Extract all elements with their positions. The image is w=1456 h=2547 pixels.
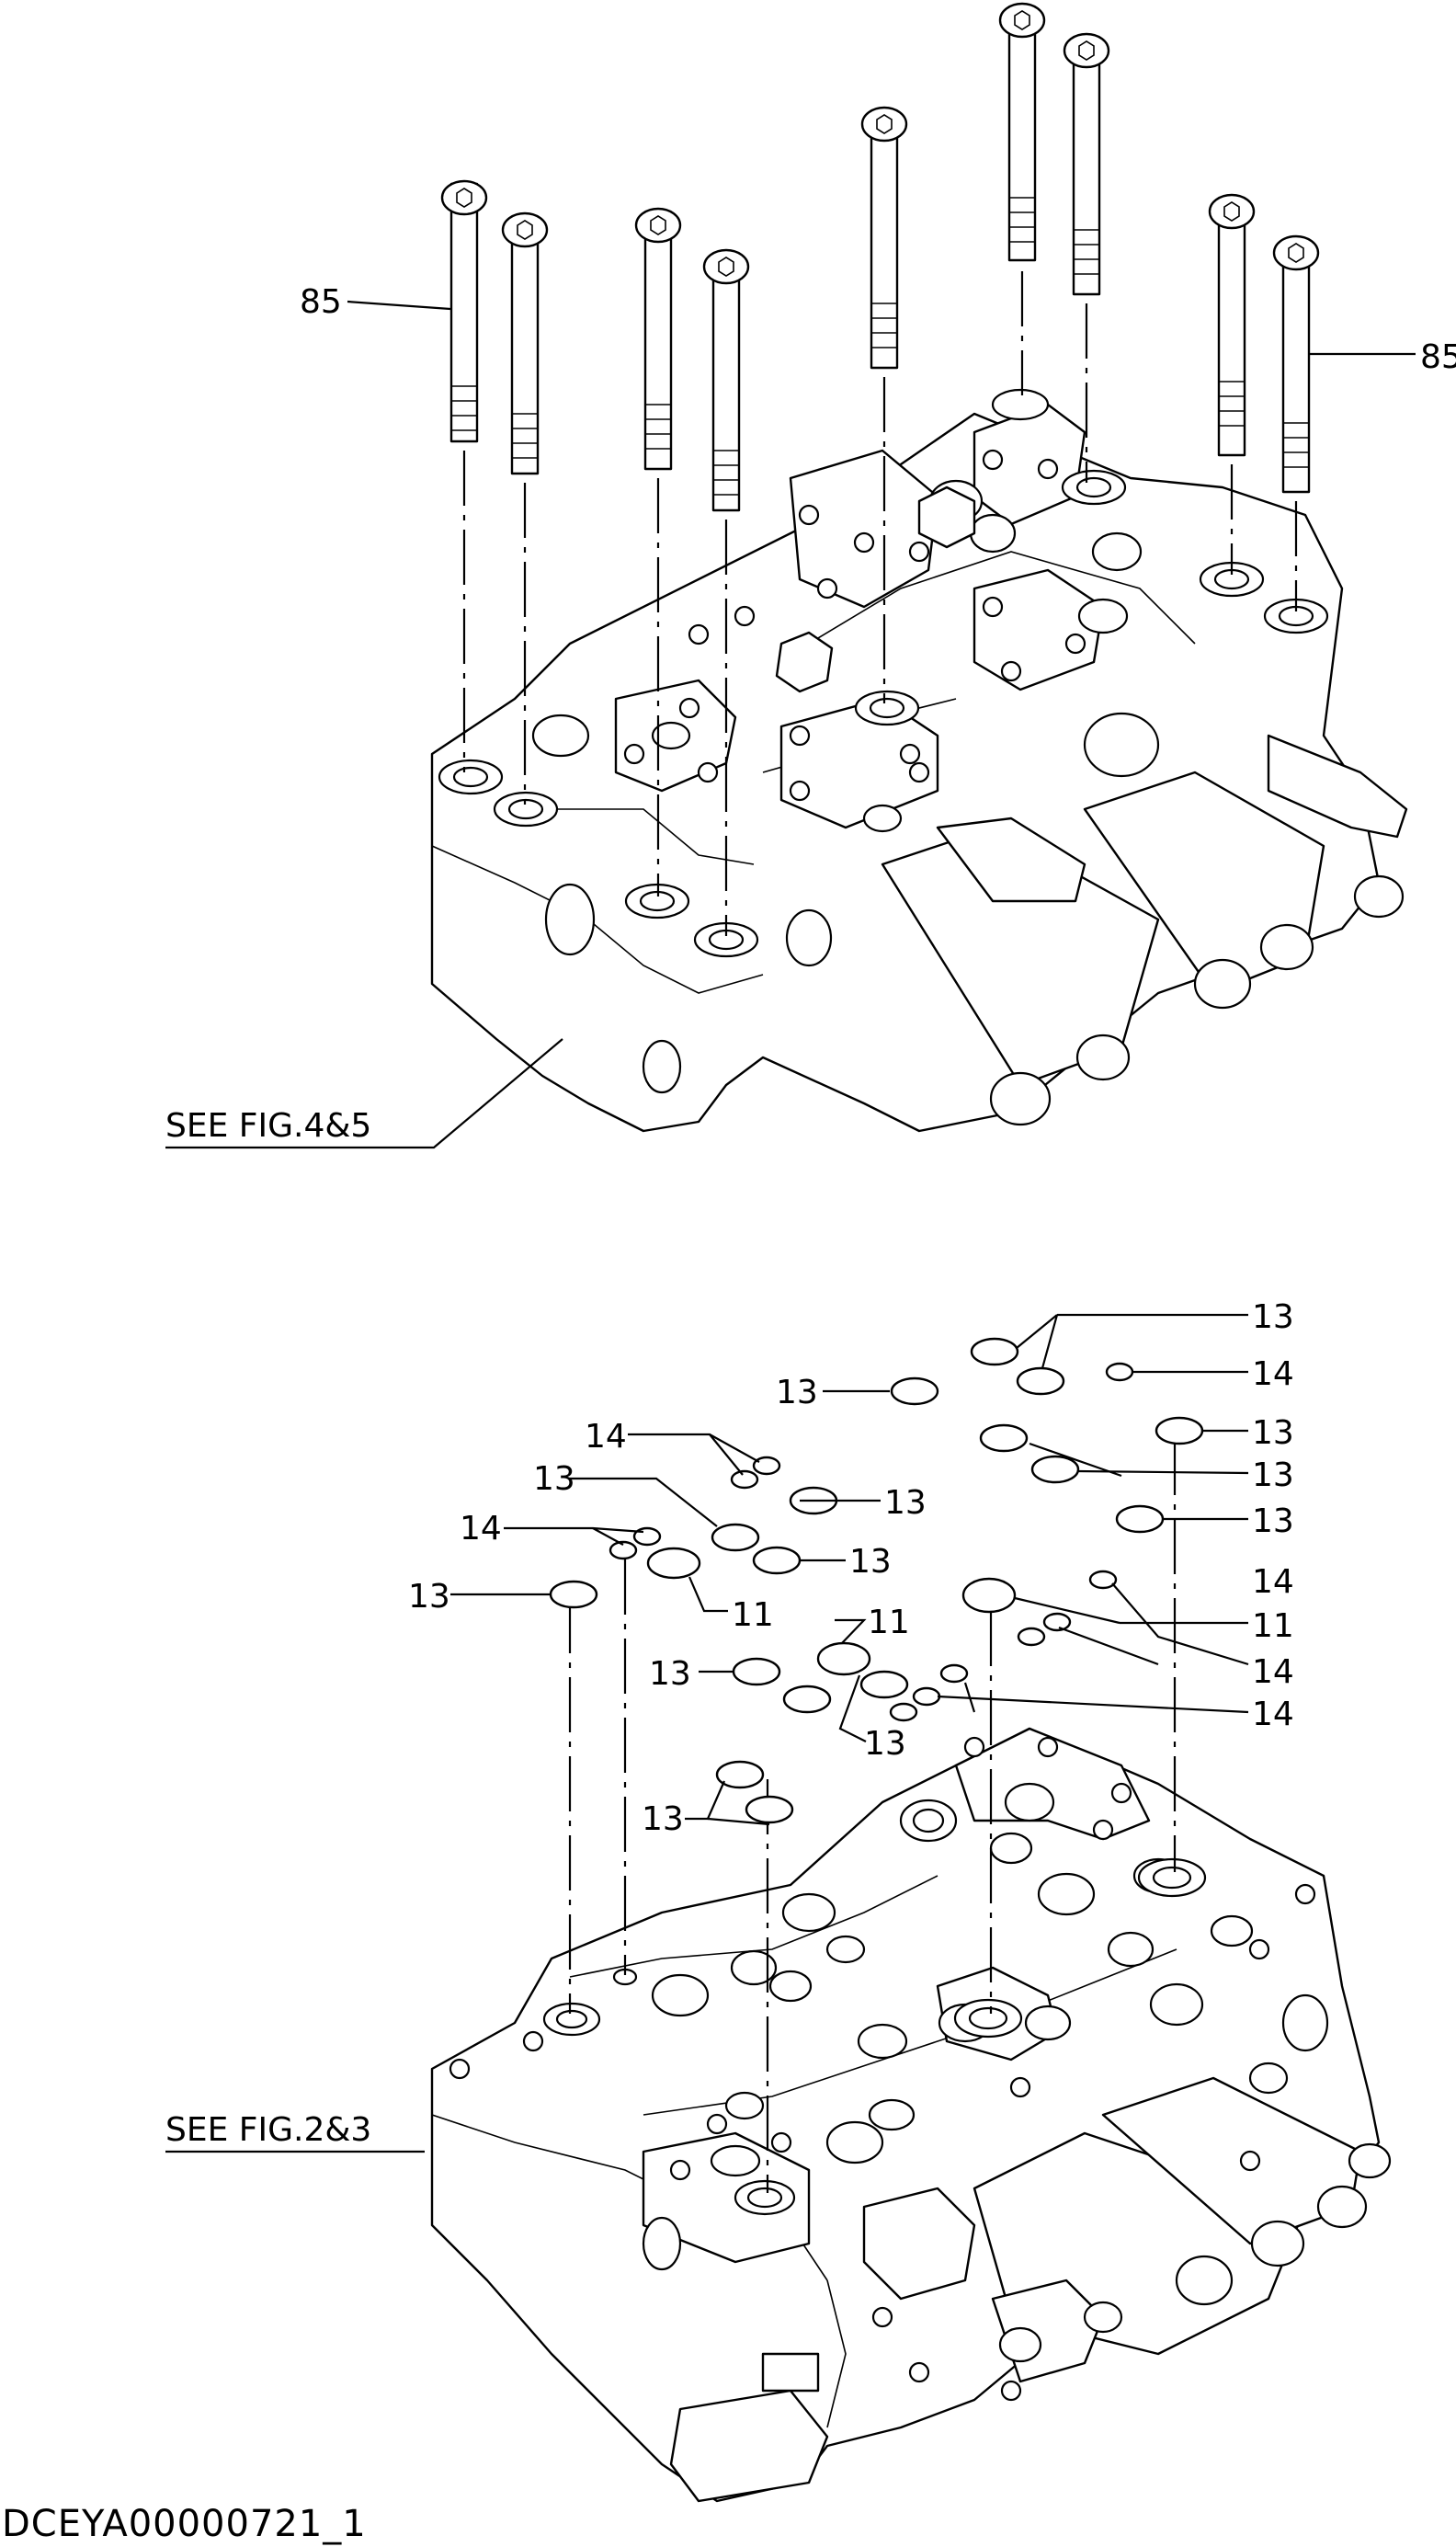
callout-label: 13 bbox=[533, 1460, 575, 1498]
callout-label: 11 bbox=[1252, 1607, 1294, 1645]
bolt-seats bbox=[438, 388, 1329, 958]
bolt bbox=[702, 248, 750, 936]
callout-label: 14 bbox=[1252, 1355, 1294, 1393]
bolt-label-left: 85 bbox=[300, 283, 342, 321]
callout-label: 13 bbox=[408, 1578, 450, 1616]
callout-label: 13 bbox=[1252, 1298, 1294, 1336]
callout-label: 14 bbox=[1252, 1696, 1294, 1733]
leader-lines bbox=[165, 1313, 1249, 2153]
callout-label: 14 bbox=[460, 1510, 502, 1548]
callout-labels: 13 14 13 13 14 13 13 13 14 13 14 13 13 1… bbox=[408, 1298, 1294, 1838]
top-valve-assembly: 85 85 SEE FIG.4&5 bbox=[165, 2, 1456, 1149]
bottom-valve-assembly: 13 14 13 13 14 13 13 13 14 13 14 13 13 1… bbox=[165, 1298, 1392, 2503]
callout-label: 13 bbox=[1252, 1502, 1294, 1540]
drawing-id: DCEYA00000721_1 bbox=[2, 2503, 367, 2545]
callout-label: 13 bbox=[642, 1800, 684, 1838]
callout-label: 14 bbox=[1252, 1563, 1294, 1601]
callout-label: 11 bbox=[732, 1596, 774, 1634]
bolt bbox=[998, 2, 1046, 395]
callout-label: 14 bbox=[1252, 1653, 1294, 1691]
bolts-85 bbox=[440, 2, 1320, 936]
bolt-label-right: 85 bbox=[1420, 338, 1456, 376]
bolt bbox=[501, 211, 549, 805]
callout-label: 13 bbox=[776, 1374, 818, 1411]
bolt bbox=[1272, 234, 1320, 611]
bolt bbox=[860, 106, 908, 703]
callout-label: 11 bbox=[868, 1604, 910, 1641]
bolt bbox=[1208, 193, 1256, 575]
callout-label: 13 bbox=[864, 1725, 906, 1763]
callout-label: 13 bbox=[1252, 1414, 1294, 1452]
ref-note-bottom: SEE FIG.2&3 bbox=[165, 2111, 371, 2149]
o-rings bbox=[549, 1337, 1204, 1824]
ref-note-top: SEE FIG.4&5 bbox=[165, 1107, 371, 1145]
callout-label: 13 bbox=[884, 1484, 927, 1522]
callout-label: 13 bbox=[1252, 1456, 1294, 1494]
bolt bbox=[440, 179, 488, 772]
bottom-screws bbox=[449, 1736, 1316, 2402]
callout-label: 13 bbox=[649, 1655, 691, 1693]
cover-screws bbox=[623, 449, 1086, 802]
callout-label: 14 bbox=[585, 1418, 627, 1456]
bolt bbox=[1063, 32, 1110, 483]
callout-label: 13 bbox=[849, 1543, 892, 1581]
bolt bbox=[634, 207, 682, 897]
